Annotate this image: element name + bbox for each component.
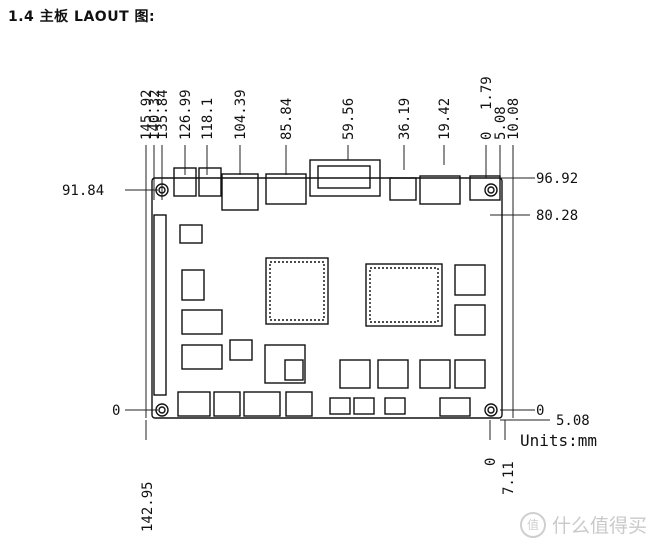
- dim-bottom-right-value: 7.11: [501, 461, 517, 495]
- dim-bottom-right-zero: 0: [483, 458, 499, 466]
- dim-top-label: 0: [479, 132, 495, 140]
- dim-top-label: 10.08: [506, 98, 522, 140]
- watermark-logo-icon: 值: [519, 511, 546, 538]
- units-label: Units:mm: [520, 431, 597, 450]
- dim-top-label: 36.19: [397, 98, 413, 140]
- dim-top-label: 140.32: [147, 89, 163, 140]
- watermark-text: 什么值得买: [551, 515, 647, 537]
- dim-top-label: 59.56: [341, 98, 357, 140]
- watermark: 值 什么值得买: [519, 511, 647, 538]
- dim-top-label: 5.08: [493, 106, 509, 140]
- dim-top-label: 85.84: [279, 98, 295, 140]
- dim-top-label: 145.92: [139, 89, 155, 140]
- dim-right-middle: 80.28: [536, 208, 578, 224]
- dim-top-label: 19.42: [437, 98, 453, 140]
- dim-top-label: 118.1: [200, 98, 216, 140]
- dim-bottom-left: 142.95: [140, 481, 156, 532]
- dim-top-label: 1.79: [479, 76, 495, 110]
- dim-left-upper: 91.84: [62, 183, 104, 199]
- dim-top-label: 104.39: [233, 89, 249, 140]
- dim-top-label: 126.99: [178, 89, 194, 140]
- dim-right-upper: 96.92: [536, 171, 578, 187]
- dim-right-lower: 0: [536, 403, 544, 419]
- dim-right-bottom: 5.08: [556, 413, 590, 429]
- dim-left-lower: 0: [112, 403, 120, 419]
- page-heading: 1.4 主板 LAOUT 图:: [8, 9, 156, 25]
- dim-top-label: 135.84: [155, 89, 171, 140]
